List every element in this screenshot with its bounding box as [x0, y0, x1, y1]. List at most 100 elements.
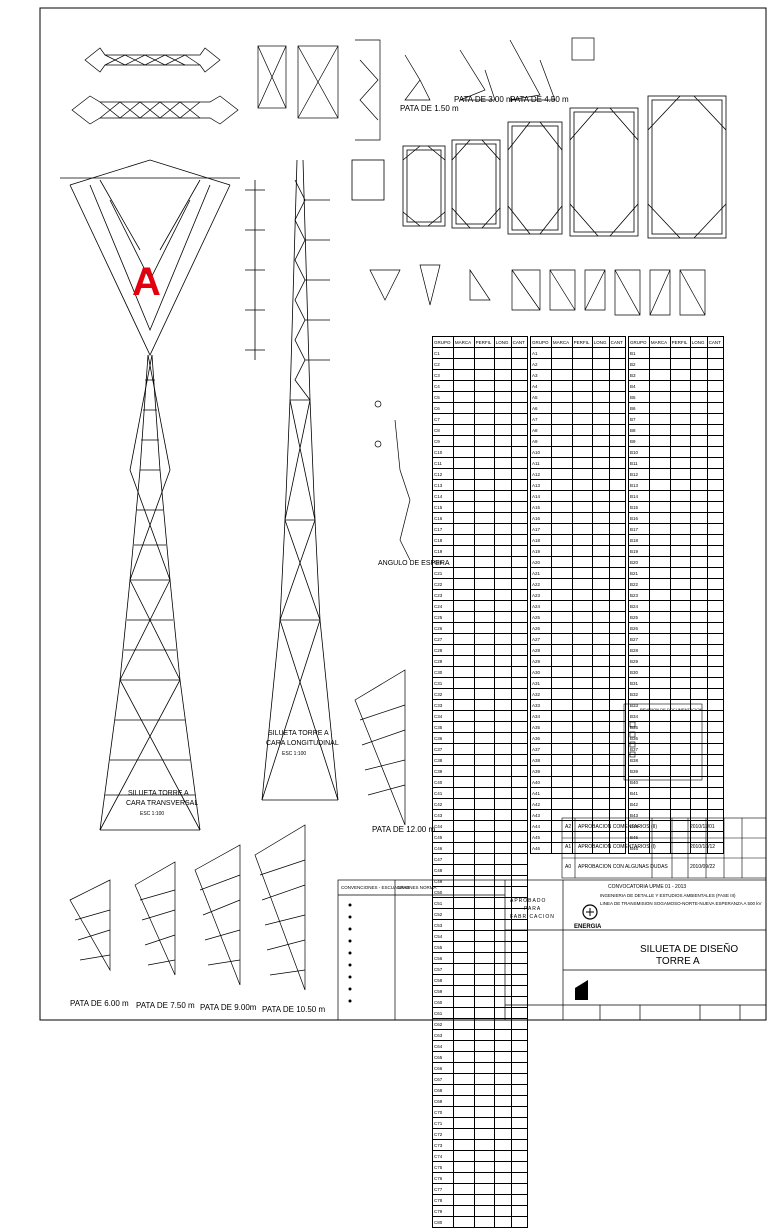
- table-row: A37: [530, 743, 627, 755]
- table-cell: [452, 611, 475, 623]
- table-cell: [706, 457, 725, 469]
- part-mark: C24: [432, 600, 454, 612]
- table-cell: [689, 600, 708, 612]
- rev-date: 2010/11/01: [690, 824, 715, 830]
- table-cell: [706, 611, 725, 623]
- table-cell: [452, 402, 475, 414]
- table-row: A46: [530, 842, 627, 854]
- table-cell: [591, 534, 610, 546]
- table-cell: [648, 622, 671, 634]
- table-cell: [689, 765, 708, 777]
- table-cell: [493, 743, 512, 755]
- table-cell: [493, 710, 512, 722]
- table-cell: [510, 1040, 529, 1052]
- table-cell: [669, 402, 691, 414]
- table-row: C19: [432, 545, 529, 557]
- table-row: C49: [432, 875, 529, 887]
- table-cell: [669, 358, 691, 370]
- table-cell: [452, 743, 475, 755]
- table-row: B14: [628, 490, 725, 502]
- table-cell: [510, 468, 529, 480]
- part-mark: C35: [432, 721, 454, 733]
- table-cell: [550, 798, 573, 810]
- table-cell: [493, 644, 512, 656]
- table-cell: [706, 556, 725, 568]
- table-row: B31: [628, 677, 725, 689]
- part-mark: C2: [432, 358, 454, 370]
- table-cell: [473, 589, 495, 601]
- part-mark: C23: [432, 589, 454, 601]
- table-row: C48: [432, 864, 529, 876]
- table-cell: [571, 490, 593, 502]
- part-mark: C66: [432, 1062, 454, 1074]
- table-cell: [473, 578, 495, 590]
- table-cell: [493, 853, 512, 865]
- table-cell: [452, 523, 475, 535]
- table-row: C18: [432, 534, 529, 546]
- table-cell: [510, 842, 529, 854]
- table-cell: [473, 776, 495, 788]
- table-cell: [669, 567, 691, 579]
- table-row: A8: [530, 424, 627, 436]
- table-cell: [493, 765, 512, 777]
- table-cell: [452, 677, 475, 689]
- table-cell: [571, 666, 593, 678]
- part-mark: B42: [628, 798, 650, 810]
- part-mark: B32: [628, 688, 650, 700]
- table-row: C17: [432, 523, 529, 535]
- table-cell: [689, 391, 708, 403]
- table-cell: [591, 710, 610, 722]
- table-cell: [571, 358, 593, 370]
- table-cell: [510, 1161, 529, 1173]
- table-cell: [648, 809, 671, 821]
- table-cell: [510, 721, 529, 733]
- table-row: A32: [530, 688, 627, 700]
- table-cell: [648, 787, 671, 799]
- column-header: PERFIL: [669, 336, 691, 348]
- table-cell: [706, 765, 725, 777]
- table-cell: [452, 754, 475, 766]
- table-cell: [669, 721, 691, 733]
- table-cell: [510, 391, 529, 403]
- table-row: A5: [530, 391, 627, 403]
- table-cell: [493, 963, 512, 975]
- table-cell: [648, 831, 671, 843]
- table-cell: [452, 501, 475, 513]
- table-cell: [473, 644, 495, 656]
- table-cell: [493, 1007, 512, 1019]
- table-cell: [648, 556, 671, 568]
- part-mark: A34: [530, 710, 552, 722]
- table-cell: [452, 666, 475, 678]
- table-row: C1: [432, 347, 529, 359]
- table-row: C15: [432, 501, 529, 513]
- table-cell: [648, 600, 671, 612]
- table-row: C43: [432, 809, 529, 821]
- table-cell: [510, 446, 529, 458]
- transversal-caption-1: SILUETA TORRE A: [128, 790, 189, 797]
- table-cell: [648, 501, 671, 513]
- part-mark: C65: [432, 1051, 454, 1063]
- table-cell: [452, 1106, 475, 1118]
- part-mark: A20: [530, 556, 552, 568]
- part-mark: B1: [628, 347, 650, 359]
- part-mark: A41: [530, 787, 552, 799]
- table-cell: [669, 446, 691, 458]
- part-mark: B8: [628, 424, 650, 436]
- table-cell: [648, 512, 671, 524]
- table-cell: [648, 391, 671, 403]
- table-cell: [473, 809, 495, 821]
- table-cell: [591, 655, 610, 667]
- table-cell: [510, 930, 529, 942]
- table-cell: [706, 501, 725, 513]
- table-cell: [648, 798, 671, 810]
- table-cell: [493, 512, 512, 524]
- part-mark: B22: [628, 578, 650, 590]
- part-mark: A39: [530, 765, 552, 777]
- part-mark: B27: [628, 633, 650, 645]
- table-cell: [608, 765, 627, 777]
- table-cell: [591, 699, 610, 711]
- part-mark: B5: [628, 391, 650, 403]
- table-cell: [510, 732, 529, 744]
- table-cell: [510, 545, 529, 557]
